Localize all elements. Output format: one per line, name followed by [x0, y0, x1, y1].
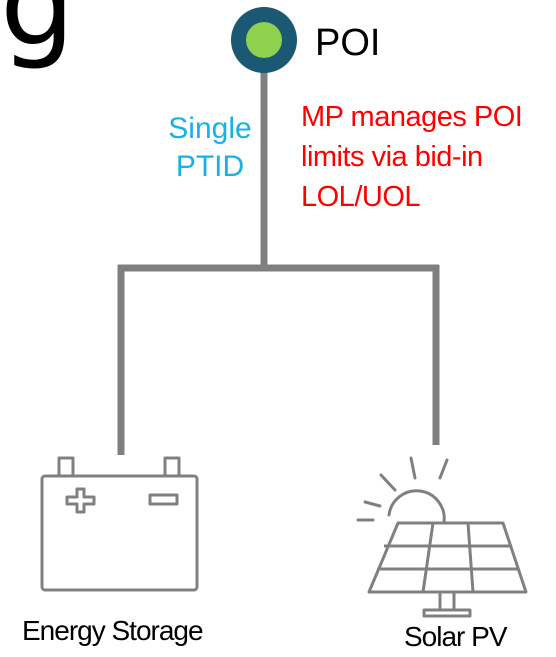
mp-note: MP manages POI limits via bid-in LOL/UOL: [301, 101, 523, 213]
poi-node: [231, 7, 297, 73]
solar-pv-label: Solar PV: [404, 621, 507, 652]
heading-fragment: g: [0, 0, 75, 72]
connection-lines: [117, 60, 440, 455]
energy-storage-label: Energy Storage: [22, 615, 204, 646]
poi-label: POI: [315, 22, 381, 64]
ptid-label: Single PTID: [168, 112, 252, 183]
poi-inner-circle: [246, 22, 282, 58]
battery-icon: [40, 456, 199, 592]
sun-icon: [356, 456, 449, 524]
solar-panel-icon: [367, 521, 528, 618]
